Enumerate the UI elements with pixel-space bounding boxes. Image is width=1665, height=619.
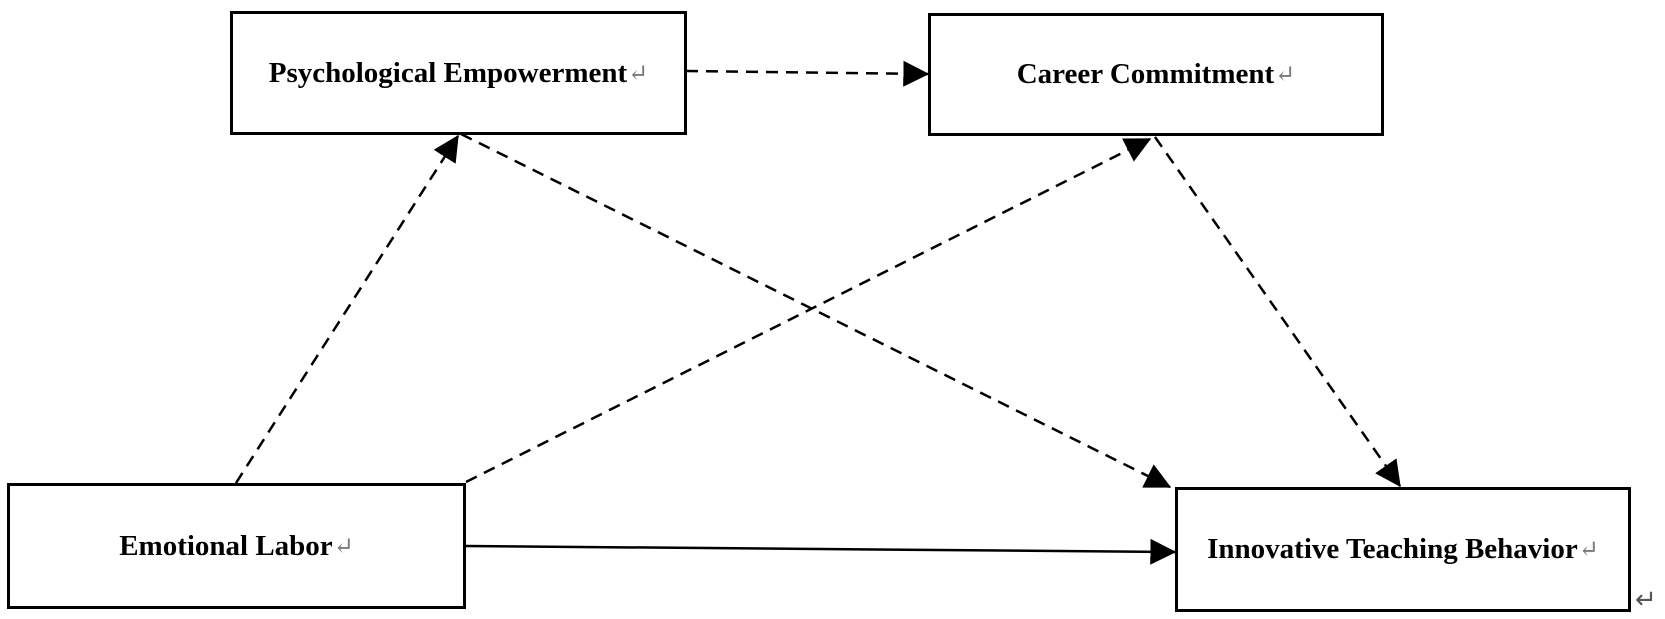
node-label: Emotional Labor: [119, 529, 333, 562]
node-innovative-teaching-behavior: Innovative Teaching Behavior↵: [1175, 487, 1631, 612]
edge-el-to-cc: [465, 137, 1152, 484]
paragraph-mark-icon: ↵: [333, 533, 354, 560]
paragraph-mark-icon: ↵: [628, 60, 649, 87]
paragraph-mark-icon: ↵: [1578, 537, 1599, 563]
paragraph-mark-icon: ↵: [1275, 62, 1296, 88]
edge-cc-to-itb: [1153, 136, 1402, 488]
trailing-paragraph-mark-icon: ↵: [1635, 585, 1657, 615]
edge-el-to-pe: [234, 134, 460, 484]
node-emotional-labor: Emotional Labor↵: [7, 483, 466, 609]
node-career-commitment: Career Commitment↵: [928, 13, 1384, 136]
node-label: Career Commitment: [1016, 58, 1275, 90]
edge-el-to-itb: [465, 538, 1177, 565]
edge-pe-to-cc: [685, 60, 930, 87]
node-label: Psychological Empowerment: [268, 56, 628, 89]
node-label: Innovative Teaching Behavior: [1207, 533, 1578, 565]
node-psychological-empowerment: Psychological Empowerment↵: [230, 11, 687, 135]
edge-pe-to-itb: [460, 132, 1172, 489]
